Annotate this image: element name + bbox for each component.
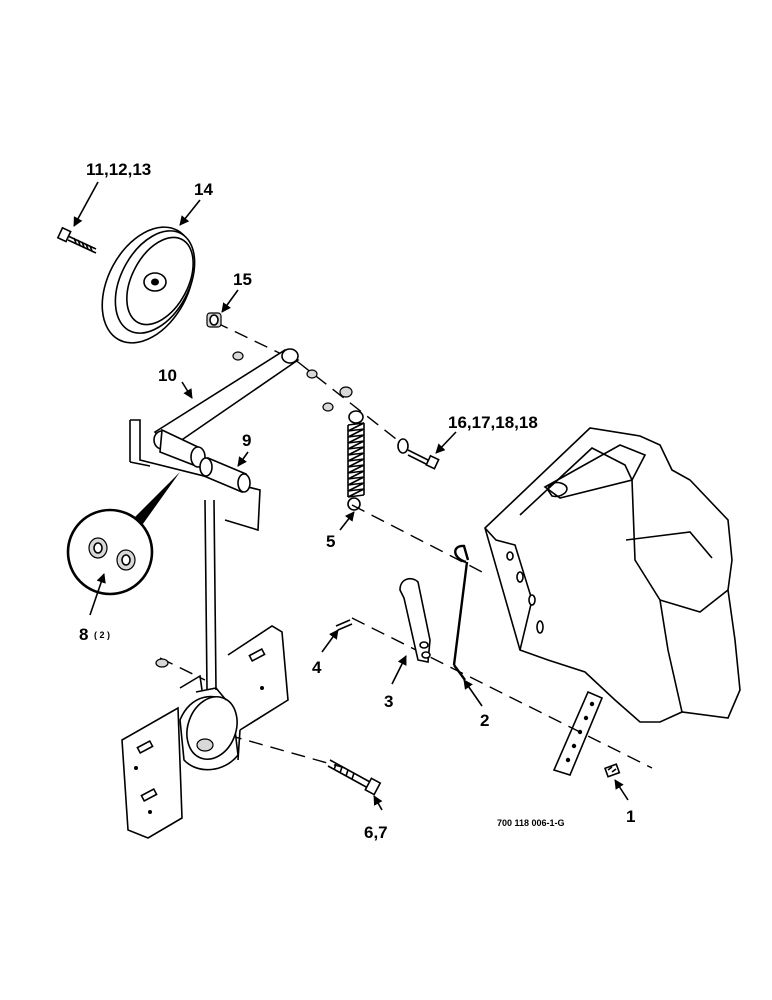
arm-background-plate [129,419,261,532]
lever-bracket-3 [399,577,431,663]
nuts-washers [155,351,409,668]
hub-drum [179,687,239,771]
callout-16-17-18: 16,17,18,18 [448,413,538,432]
drawing-number: 700 118 006-1-G [497,818,565,828]
spring-5 [347,410,365,511]
callout-1: 1 [626,807,635,826]
bolt-16-17-18 [407,449,440,470]
callout-6-7: 6,7 [364,823,388,842]
bolt-6-7 [327,759,382,796]
mounting-plates [121,625,289,839]
roller-9 [199,456,251,494]
callout-2: 2 [480,711,489,730]
callout-9: 9 [242,431,251,450]
callout-5: 5 [326,532,335,551]
leader-arrows [73,181,629,811]
pulley-14 [101,226,196,344]
bushing-15 [206,312,222,328]
callout-11-12-13: 11,12,13 [86,160,151,179]
rod-2 [452,544,470,681]
callout-15: 15 [233,270,252,289]
detail-bushings-8 [66,472,180,596]
callout-8: 8 [79,625,88,644]
perforated-bracket [552,690,604,776]
frame-housing [484,427,741,723]
bolt-1 [603,763,621,778]
callout-8-quantity: ( 2 ) [94,630,110,640]
bolt-11-12-13 [56,226,97,254]
idler-arm-10 [153,348,300,450]
callout-3: 3 [384,692,393,711]
tension-rod [204,499,217,691]
callout-14: 14 [194,180,213,199]
callout-4: 4 [312,658,322,677]
roller-shaft [159,428,206,468]
callout-10: 10 [158,366,177,385]
callout-labels: 11,12,13 14 15 10 9 16,17,18,18 5 8 ( 2 … [79,160,635,842]
pin-4 [335,619,353,631]
